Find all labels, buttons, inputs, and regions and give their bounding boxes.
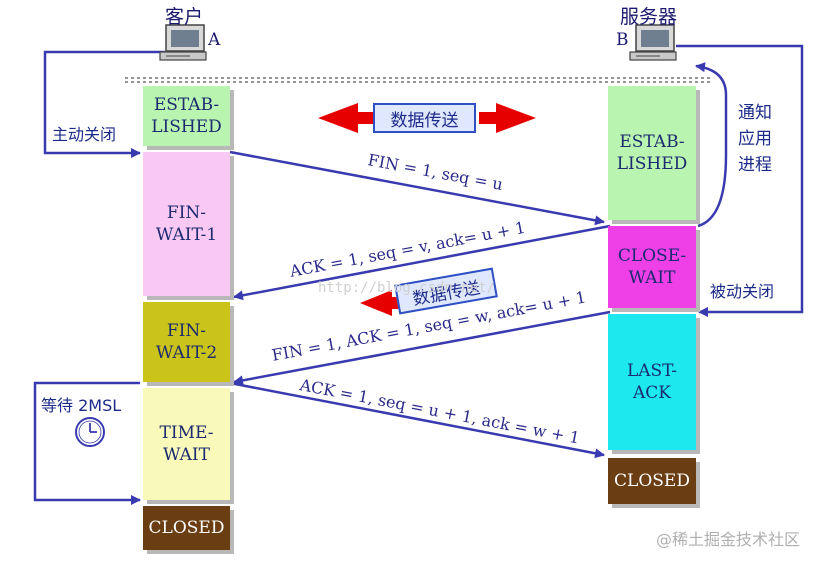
notify-app-curve (695, 62, 728, 228)
client-computer-icon (159, 24, 207, 61)
client-host-label: A (208, 30, 221, 50)
server-title: 服务器 (620, 6, 678, 28)
notify-app-label: 通知 应用 进程 (738, 103, 772, 175)
data-transfer-double-arrow (318, 103, 536, 133)
client-state-established-label: ESTAB- LISHED (151, 95, 222, 137)
site-watermark: @稀土掘金技术社区 (656, 530, 801, 549)
active-close-label: 主动关闭 (52, 125, 117, 144)
server-state-established-label: ESTAB- LISHED (616, 132, 688, 174)
client-title: 客户 (165, 6, 204, 28)
client-state-time-wait-label: TIME- WAIT (159, 423, 214, 465)
data-transfer-badge-1: 数据传送 (373, 103, 476, 133)
fin1-arrow (229, 150, 605, 226)
client-state-closed: CLOSED (143, 506, 230, 550)
data-transfer-left-arrow (360, 290, 402, 316)
active-close-loop (43, 50, 165, 158)
client-state-closed-label: CLOSED (148, 518, 225, 538)
client-state-fin-wait-2: FIN- WAIT-2 (143, 302, 230, 382)
server-state-close-wait: CLOSE- WAIT (608, 226, 696, 308)
data-transfer-badge-1-text: 数据传送 (390, 110, 459, 131)
wait-2msl-label: 等待 2MSL (41, 396, 122, 415)
server-state-last-ack: LAST- ACK (608, 314, 696, 450)
server-computer-icon (629, 24, 677, 61)
client-state-fin-wait-2-label: FIN- WAIT-2 (155, 321, 218, 363)
client-state-fin-wait-1: FIN- WAIT-1 (143, 152, 230, 296)
wait-2msl-loop (33, 381, 141, 505)
server-state-last-ack-label: LAST- ACK (626, 361, 678, 403)
ack2-arrow (229, 381, 605, 459)
client-state-established: ESTAB- LISHED (143, 86, 230, 146)
server-state-established: ESTAB- LISHED (608, 86, 696, 220)
faint-url-watermark: http://blog.csdn.net/ (318, 280, 496, 296)
clock-icon (75, 417, 105, 447)
client-state-fin-wait-1-label: FIN- WAIT-1 (155, 203, 218, 245)
passive-close-label: 被动关闭 (710, 282, 775, 301)
passive-close-loop (676, 44, 804, 317)
server-state-closed: CLOSED (608, 458, 696, 504)
fin2-arrow (233, 310, 611, 386)
ack1-arrow (233, 224, 611, 301)
client-state-time-wait: TIME- WAIT (143, 388, 230, 500)
server-host-label: B (616, 30, 629, 50)
server-state-closed-label: CLOSED (614, 471, 690, 491)
server-state-close-wait-label: CLOSE- WAIT (617, 246, 687, 288)
